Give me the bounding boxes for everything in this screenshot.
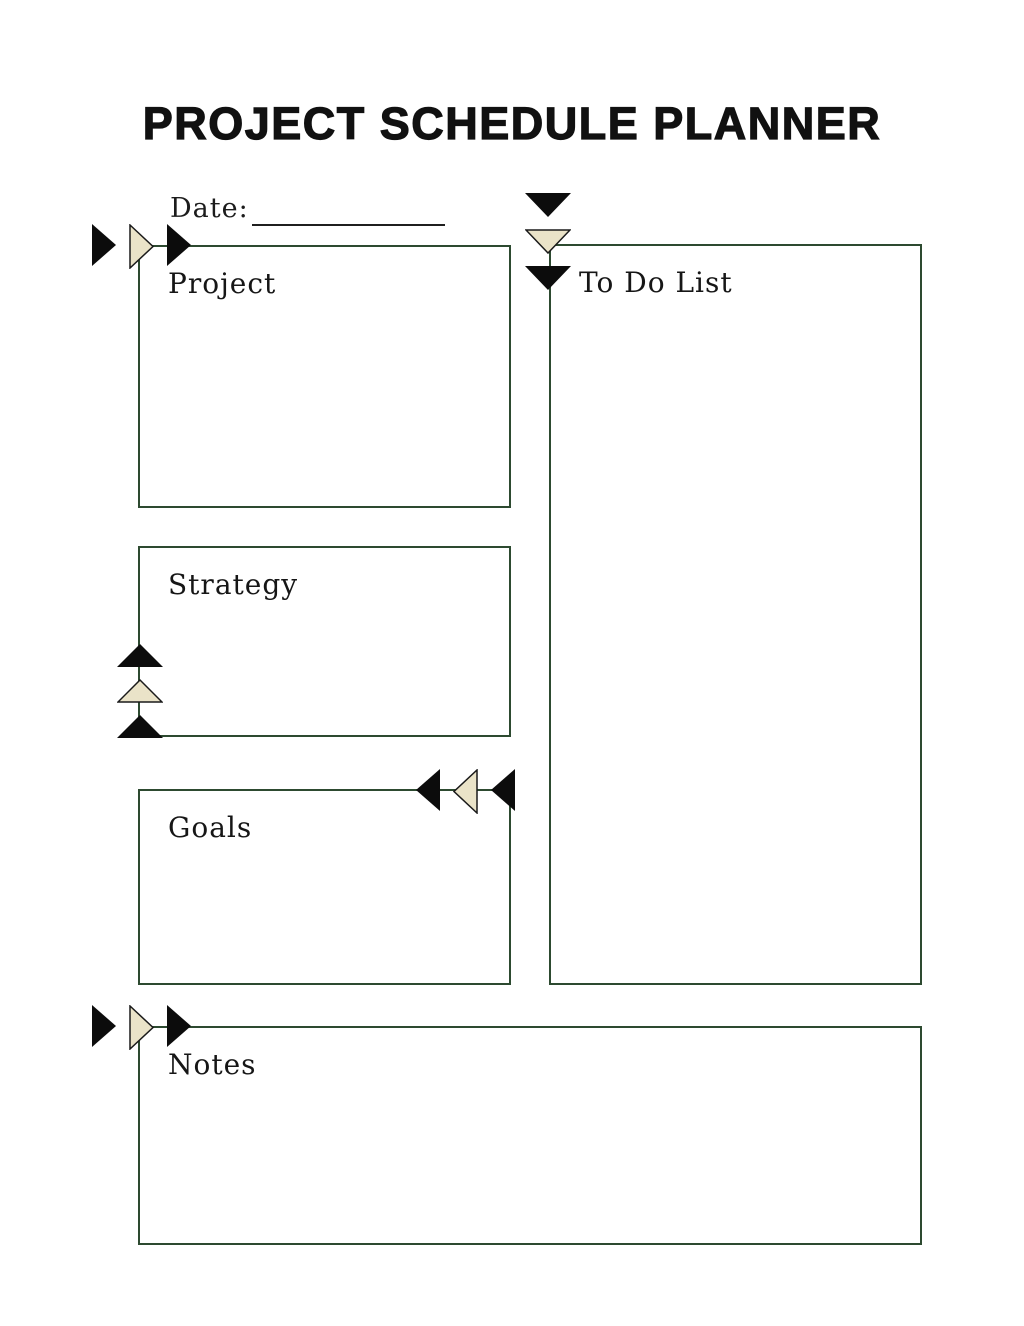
triangle-left-black-icon (491, 769, 515, 811)
project-label: Project (168, 267, 277, 300)
date-row: Date: (170, 193, 445, 229)
triangle-down-black-icon (525, 266, 571, 290)
strategy-corner-marker (117, 644, 163, 738)
goals-label: Goals (168, 811, 253, 844)
triangle-up-cream-icon (117, 679, 163, 703)
strategy-box[interactable]: Strategy (138, 546, 511, 737)
triangle-down-cream-icon (525, 229, 571, 254)
notes-label: Notes (168, 1048, 257, 1081)
triangle-right-cream-icon (129, 224, 154, 269)
project-corner-marker (92, 224, 191, 269)
goals-box[interactable]: Goals (138, 789, 511, 985)
notes-box[interactable]: Notes (138, 1026, 922, 1245)
date-fill-line[interactable] (252, 224, 445, 226)
goals-corner-marker (416, 769, 515, 814)
triangle-left-cream-icon (453, 769, 478, 814)
triangle-up-black-icon (117, 715, 163, 738)
date-label: Date: (170, 193, 249, 224)
strategy-label: Strategy (168, 568, 299, 601)
triangle-left-black-icon (416, 769, 440, 811)
triangle-up-black-icon (117, 644, 163, 667)
triangle-right-cream-icon (129, 1005, 154, 1050)
todo-corner-marker (525, 193, 571, 290)
triangle-right-black-icon (167, 224, 191, 266)
notes-corner-marker (92, 1005, 191, 1050)
project-box[interactable]: Project (138, 245, 511, 508)
page-title: PROJECT SCHEDULE PLANNER (142, 97, 882, 149)
triangle-right-black-icon (92, 1005, 116, 1047)
triangle-down-black-icon (525, 193, 571, 217)
todo-list-label: To Do List (579, 266, 733, 299)
triangle-right-black-icon (92, 224, 116, 266)
todo-list-box[interactable]: To Do List (549, 244, 922, 985)
triangle-right-black-icon (167, 1005, 191, 1047)
